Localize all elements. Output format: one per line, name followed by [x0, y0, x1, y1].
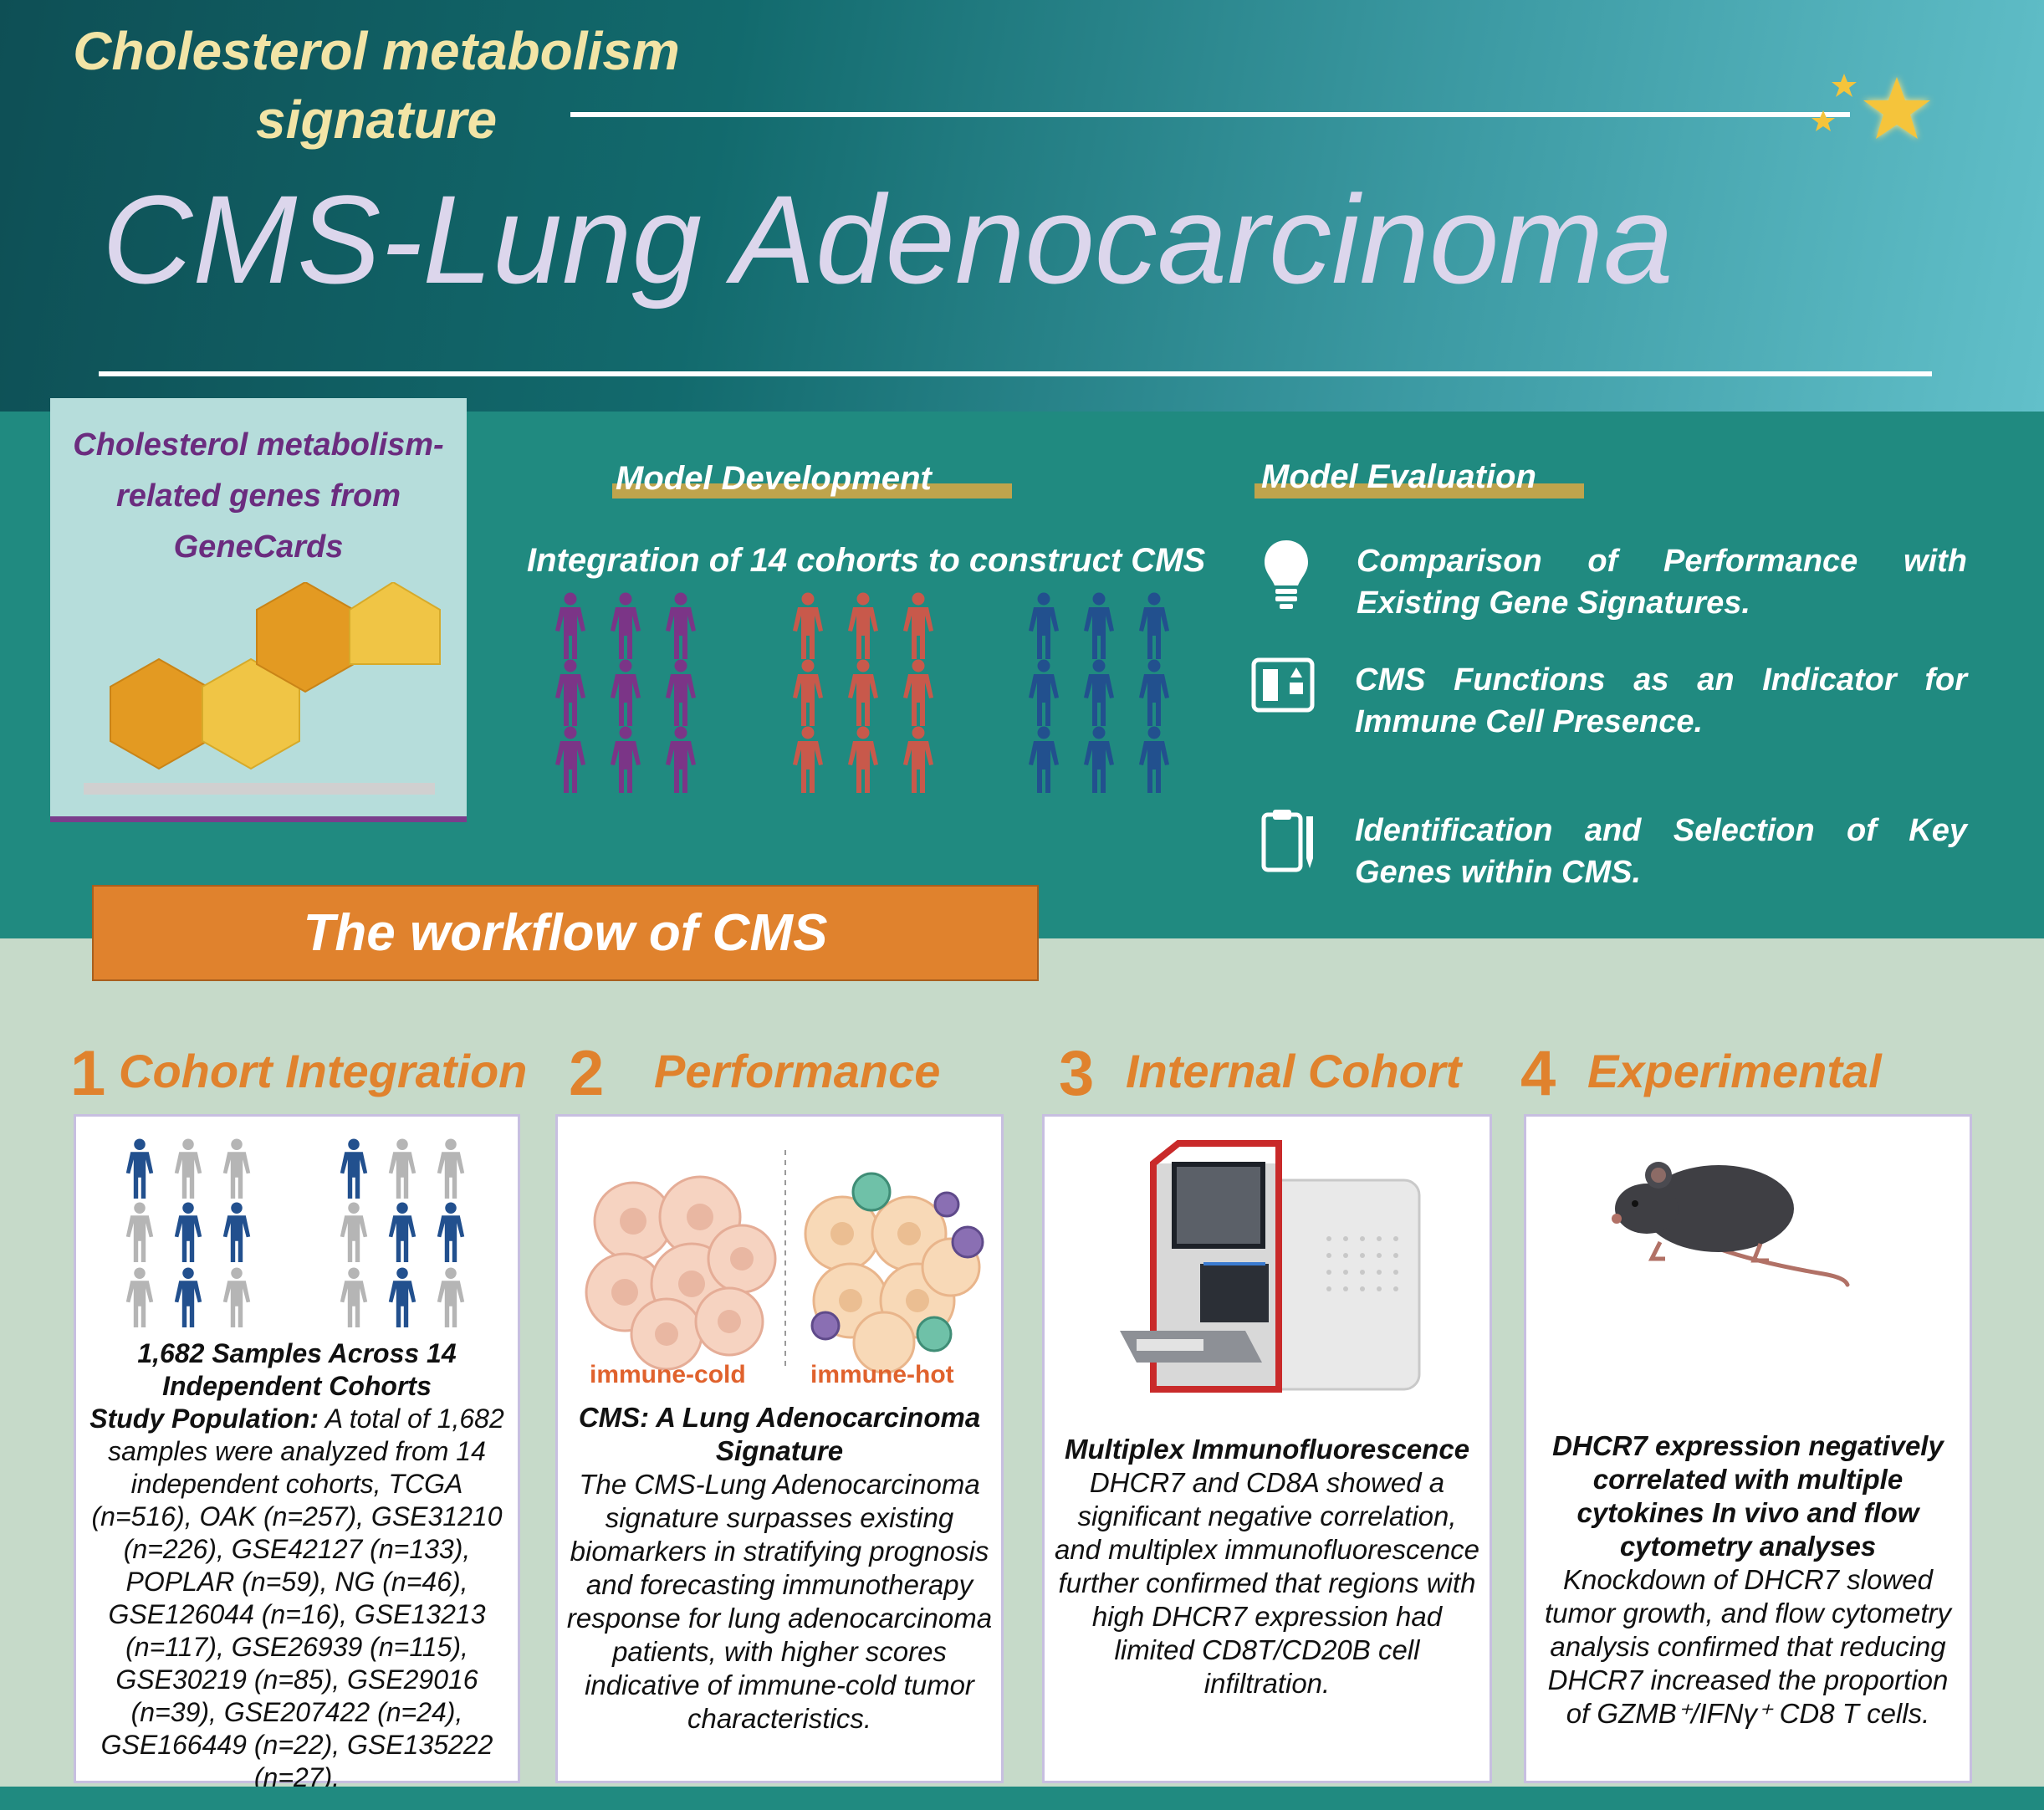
card-performance: immune-cold immune-hot CMS: A Lung Adeno…	[555, 1114, 1004, 1783]
tumor-cells-illustration	[585, 1150, 984, 1374]
card-internal-cohort: Multiplex Immunofluorescence DHCR7 and C…	[1042, 1114, 1492, 1783]
label-immune-cold: immune-cold	[590, 1361, 746, 1388]
evaluation-item-2: CMS Functions as an Indicator for Immune…	[1355, 662, 1967, 739]
imaging-instrument-illustration	[1120, 1140, 1421, 1393]
card-4-heading: DHCR7 expression negatively correlated w…	[1552, 1430, 1944, 1562]
card-1-body: A total of 1,682 samples were analyzed f…	[91, 1404, 504, 1792]
card-3-heading: Multiplex Immunofluorescence	[1064, 1434, 1470, 1465]
step-1-title: Cohort Integration	[119, 1045, 528, 1097]
evaluation-item-3: Identification and Selection of Key Gene…	[1355, 813, 1967, 890]
stars-icon	[1811, 74, 1930, 139]
step-4-title: Experimental	[1587, 1045, 1882, 1097]
workflow-banner: The workflow of CMS	[92, 885, 1039, 981]
label-immune-hot: immune-hot	[810, 1361, 954, 1388]
model-development-text: Integration of 14 cohorts to construct C…	[527, 542, 1206, 579]
sample-people-grid	[125, 1138, 465, 1327]
card-3-body: DHCR7 and CD8A showed a significant nega…	[1054, 1467, 1480, 1699]
step-2-title: Performance	[654, 1045, 941, 1097]
model-evaluation-heading: Model Evaluation	[1261, 458, 1536, 495]
model-evaluation-underline	[1255, 483, 1584, 499]
card-2-body: The CMS-Lung Adenocarcinoma signature su…	[566, 1469, 993, 1734]
lightbulb-icon	[1265, 540, 1308, 609]
card-1-heading: 1,682 Samples Across 14 Independent Coho…	[137, 1338, 457, 1401]
panel-icon	[1251, 657, 1315, 713]
header-line-top	[570, 112, 1850, 117]
card-1-lead: Study Population:	[89, 1404, 319, 1434]
mouse-illustration	[1612, 1162, 1850, 1287]
step-2-number: 2	[569, 1038, 605, 1109]
step-3-number: 3	[1059, 1038, 1095, 1109]
clipboard-icon	[1261, 810, 1313, 872]
hexagon-molecule-icon	[84, 582, 441, 795]
card-2-text: CMS: A Lung Adenocarcinoma Signature The…	[566, 1401, 993, 1736]
header-banner	[0, 0, 2044, 412]
card-3-text: Multiplex Immunofluorescence DHCR7 and C…	[1053, 1433, 1481, 1700]
main-title: CMS-Lung Adenocarcinoma	[102, 169, 1674, 309]
step-3-title: Internal Cohort	[1126, 1045, 1462, 1097]
model-development-heading: Model Development	[616, 460, 932, 497]
header-line-bottom	[99, 371, 1932, 376]
card-4-text: DHCR7 expression negatively correlated w…	[1535, 1429, 1961, 1731]
genecards-panel: Cholesterol metabolism-related genes fro…	[50, 398, 467, 822]
card-cohort-integration: 1,682 Samples Across 14 Independent Coho…	[74, 1114, 520, 1792]
cohort-people-grid	[555, 592, 1169, 793]
footer-bar	[0, 1787, 2044, 1810]
card-1-text: 1,682 Samples Across 14 Independent Coho…	[84, 1337, 509, 1794]
card-4-body: Knockdown of DHCR7 slowed tumor growth, …	[1544, 1564, 1951, 1729]
genecards-text: Cholesterol metabolism-related genes fro…	[73, 427, 444, 565]
model-development-underline	[612, 483, 1012, 499]
evaluation-item-1: Comparison of Performance with Existing …	[1357, 544, 1967, 621]
card-2-heading: CMS: A Lung Adenocarcinoma Signature	[578, 1402, 981, 1466]
subtitle: Cholesterol metabolism signature	[73, 21, 680, 150]
step-1-number: 1	[70, 1038, 106, 1109]
step-4-number: 4	[1520, 1038, 1556, 1109]
card-experimental: DHCR7 expression negatively correlated w…	[1524, 1114, 1972, 1783]
